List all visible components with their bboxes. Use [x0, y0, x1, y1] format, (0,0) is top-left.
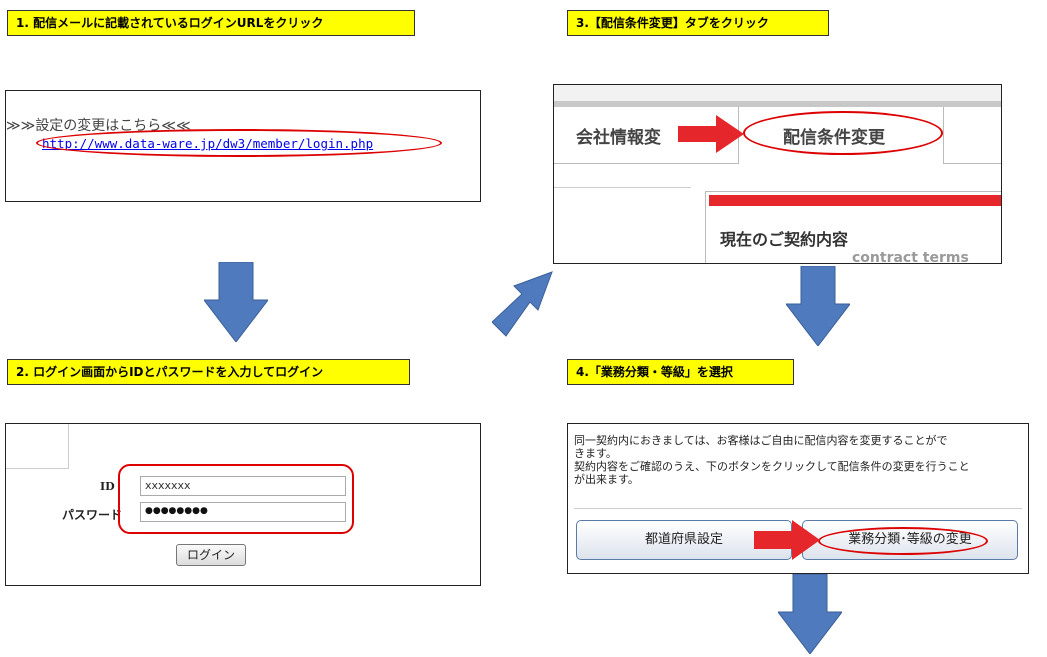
tab-underline: [943, 163, 1001, 164]
login-button[interactable]: ログイン: [176, 544, 246, 566]
diagonal-arrow-icon: [492, 271, 553, 337]
category-highlight-ellipse: [818, 527, 988, 555]
settings-divider: [574, 508, 1022, 509]
settings-line-4: が出来ます。: [574, 473, 639, 486]
contract-heading: 現在のご契約内容: [720, 230, 849, 249]
step-3-label: 3.【配信条件変更】タブをクリック: [567, 10, 829, 36]
login-highlight-box: [118, 464, 354, 534]
contract-red-bar: [709, 195, 1001, 206]
settings-line-1: 同一契約内におきましては、お客様はご自由に配信内容を変更することがで: [574, 434, 948, 447]
contract-heading-en: contract terms: [852, 250, 969, 264]
step-4-label: 4.「業務分類・等級」を選択: [567, 359, 794, 385]
settings-panel: 同一契約内におきましては、お客様はご自由に配信内容を変更することがで きます。 …: [567, 423, 1029, 574]
login-corner-box: [6, 424, 69, 469]
contract-box: 現在のご契約内容 contract terms: [705, 191, 1001, 264]
down-arrow-icon: [778, 574, 842, 654]
down-arrow-icon: [204, 262, 268, 342]
step-2-label: 2. ログイン画面からIDとパスワードを入力してログイン: [7, 359, 410, 385]
tab-strip-bar: [554, 101, 1001, 107]
step-1-label: 1. 配信メールに記載されているログインURLをクリック: [7, 10, 415, 36]
red-arrow-icon: [678, 115, 744, 153]
password-input[interactable]: ●●●●●●●●: [140, 502, 346, 522]
tabs-panel: 会社情報変 配信条件変更 現在のご契約内容 contract terms: [553, 84, 1002, 264]
tab-company-info-label: 会社情報変: [576, 128, 661, 148]
id-label: ID: [100, 480, 115, 493]
side-divider: [554, 187, 691, 188]
settings-description: 同一契約内におきましては、お客様はご自由に配信内容を変更することがで きます。 …: [574, 434, 970, 486]
email-panel: ≫≫設定の変更はこちら≪≪ http://www.data-ware.jp/dw…: [5, 90, 481, 202]
url-highlight-ellipse: [36, 129, 442, 157]
settings-line-2: きます。: [574, 447, 617, 460]
down-arrow-icon: [786, 266, 850, 346]
login-panel: ID xxxxxxx パスワード ●●●●●●●● ログイン: [5, 423, 481, 586]
red-arrow-icon: [754, 520, 820, 560]
settings-line-3: 契約内容をご確認のうえ、下のボタンをクリックして配信条件の変更を行うこと: [574, 460, 970, 473]
id-input[interactable]: xxxxxxx: [140, 476, 346, 496]
tab-highlight-ellipse: [743, 111, 943, 155]
password-label: パスワード: [62, 508, 123, 522]
